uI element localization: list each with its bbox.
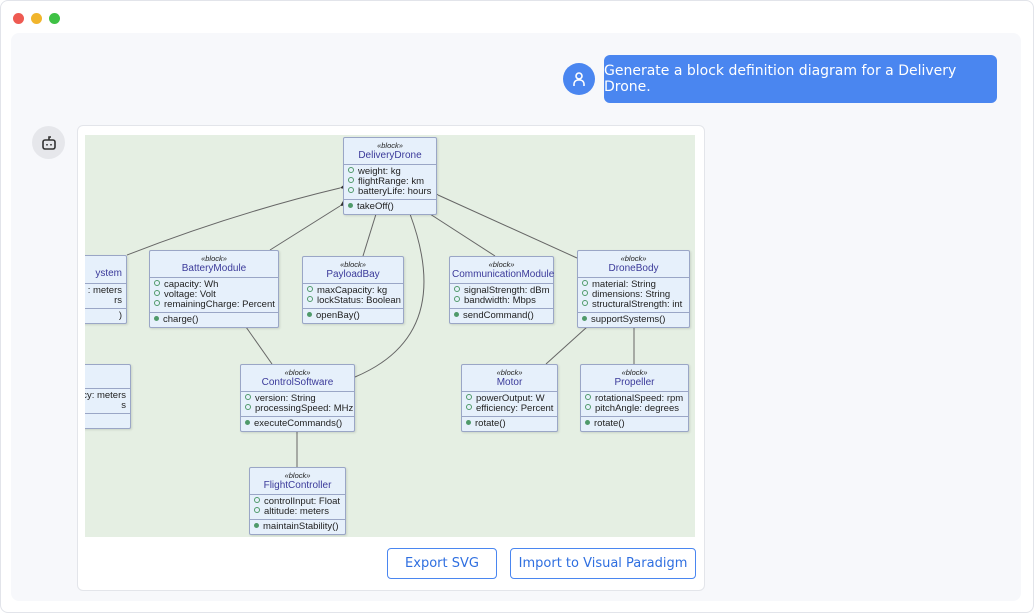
attribute: lockStatus: Boolean (307, 296, 401, 306)
attribute: processingSpeed: MHz (245, 404, 353, 414)
stereotype: «block» (496, 368, 523, 377)
edge-drone-body (427, 189, 578, 259)
operation: maintainStability() (254, 522, 341, 532)
user-avatar (563, 63, 595, 95)
block-name: ControlSoftware (261, 377, 334, 388)
edge-drone-payload (362, 202, 381, 257)
import-visual-paradigm-button[interactable]: Import to Visual Paradigm (510, 548, 696, 579)
stereotype: «block» (284, 471, 311, 480)
attribute: pitchAngle: degrees (585, 404, 684, 414)
operation: ) (118, 310, 122, 321)
attribute: maxCapacity: kg (307, 286, 399, 296)
operation: charge() (154, 315, 274, 325)
stereotype: «block» (377, 141, 403, 150)
attribute: bandwidth: Mbps (454, 296, 549, 306)
attribute: altitude: meters (254, 507, 341, 517)
operation: supportSystems() (582, 315, 685, 325)
attribute: s (121, 400, 126, 411)
attribute: controlInput: Float (254, 497, 341, 507)
block-name: ystem (95, 268, 122, 279)
bot-avatar (32, 126, 65, 159)
stereotype: «block» (620, 254, 647, 263)
attribute: structuralStrength: int (582, 300, 685, 310)
operation: sendCommand() (454, 311, 549, 321)
attribute: flightRange: km (348, 177, 432, 187)
attribute: powerOutput: W (466, 394, 553, 404)
attribute: rotationalSpeed: rpm (585, 394, 684, 404)
edge-drone-control (354, 202, 425, 378)
operation: rotate() (585, 419, 684, 429)
stereotype: «block» (488, 260, 515, 269)
user-message: Generate a block definition diagram for … (604, 55, 997, 103)
user-icon (573, 72, 585, 86)
edge-body-motor (545, 318, 596, 365)
block-name: FlightController (263, 480, 332, 491)
export-svg-button[interactable]: Export SVG (387, 548, 497, 579)
stereotype: «block» (284, 368, 311, 377)
attribute: weight: kg (348, 167, 432, 177)
attribute: voltage: Volt (154, 290, 274, 300)
operation: takeOff() (348, 202, 432, 212)
block-name: PayloadBay (326, 269, 380, 280)
close-window-button[interactable] (13, 13, 24, 24)
attribute: efficiency: Percent (466, 404, 553, 414)
block-name: BatteryModule (181, 263, 247, 274)
block-name: Motor (496, 377, 523, 388)
attribute: signalStrength: dBm (454, 286, 550, 296)
attribute: dimensions: String (582, 290, 685, 300)
operation: rotate() (466, 419, 553, 429)
block-flight-controller[interactable]: «block»FlightController controlInput: Fl… (249, 467, 346, 535)
edge-battery-control (239, 317, 273, 365)
diagram-connectors (126, 183, 637, 467)
maximize-window-button[interactable] (49, 13, 60, 24)
edge-drone-comm (419, 207, 496, 257)
attribute: : meters (87, 285, 122, 296)
block-name: CommunicationModule (452, 269, 555, 280)
minimize-window-button[interactable] (31, 13, 42, 24)
stereotype: «block» (340, 260, 366, 269)
block-name: DroneBody (608, 263, 659, 274)
stereotype: «block» (201, 254, 227, 263)
edge-drone-battery (269, 199, 351, 251)
attribute: remainingCharge: Percent (154, 300, 275, 310)
attribute: capacity: Wh (154, 280, 274, 290)
attribute: batteryLife: hours (348, 187, 432, 197)
edge-drone-system (126, 183, 352, 256)
block-name: DeliveryDrone (358, 150, 422, 161)
attribute: rs (114, 295, 122, 306)
operation: executeCommands() (245, 419, 350, 429)
block-communication-module[interactable]: «block»CommunicationModule signalStrengt… (449, 256, 554, 324)
stereotype: «block» (621, 368, 648, 377)
attribute: cy: meters (85, 390, 126, 401)
operation: openBay() (307, 311, 399, 321)
block-name: Propeller (614, 377, 655, 388)
attribute: version: String (245, 394, 350, 404)
attribute: material: String (582, 280, 685, 290)
robot-icon (41, 135, 56, 150)
